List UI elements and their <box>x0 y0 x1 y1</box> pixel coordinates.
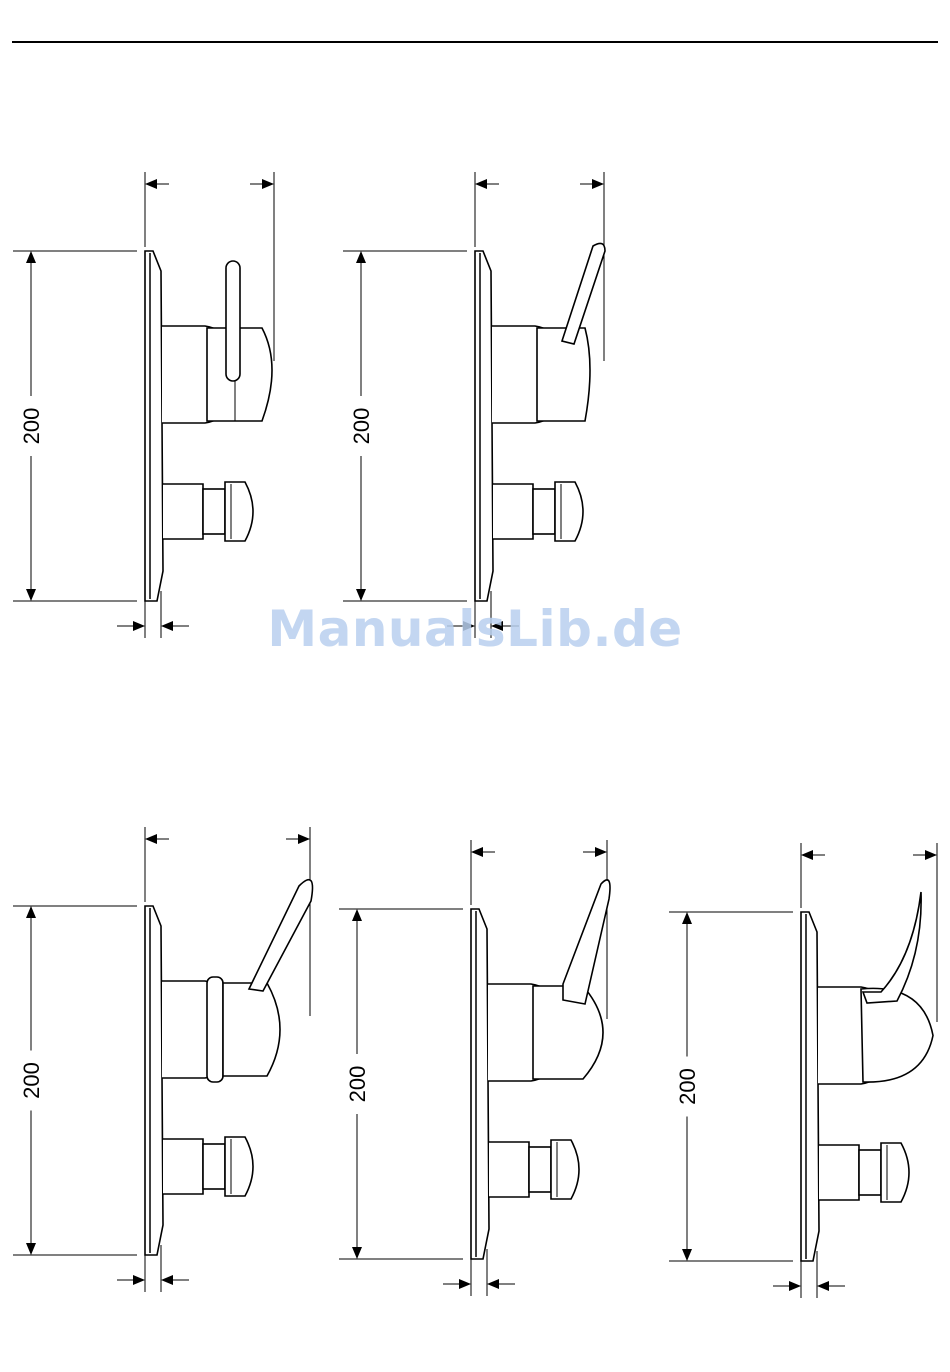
diverter-knob <box>555 482 583 541</box>
drawing-4: 200 <box>339 840 610 1296</box>
handle-lever <box>226 261 240 381</box>
handle-cap <box>223 983 280 1076</box>
diverter-stem <box>163 1139 203 1194</box>
wall-plate <box>471 909 489 1259</box>
handle-lever <box>563 880 610 1004</box>
diverter-knob <box>225 1137 253 1196</box>
watermark: ManualsLib.de <box>0 600 950 658</box>
diverter-collar <box>203 1144 225 1189</box>
height-dimension-label: 200 <box>349 408 374 445</box>
height-dimension-label: 200 <box>19 1062 44 1099</box>
diverter-knob <box>225 482 253 541</box>
wall-plate <box>475 251 493 601</box>
handle-lever <box>863 892 921 1003</box>
wall-plate <box>145 906 163 1255</box>
diverter-knob <box>881 1143 909 1202</box>
height-dimension-label: 200 <box>345 1066 370 1103</box>
diverter-stem <box>489 1142 529 1197</box>
drawing-5: 200 <box>669 843 937 1298</box>
handle-lever <box>249 880 313 991</box>
diverter-collar <box>533 489 555 534</box>
diverter-collar <box>529 1147 551 1192</box>
drawing-2: 200 <box>343 172 605 638</box>
diverter-knob <box>551 1140 579 1199</box>
diverter-stem <box>493 484 533 539</box>
drawing-1: 200 <box>13 172 274 638</box>
diverter-collar <box>203 489 225 534</box>
diverter-stem <box>163 484 203 539</box>
diverter-collar <box>859 1150 881 1195</box>
drawing-3: 200 <box>13 827 313 1292</box>
height-dimension-label: 200 <box>675 1068 700 1105</box>
wall-plate <box>801 912 819 1261</box>
wall-plate <box>145 251 163 601</box>
height-dimension-label: 200 <box>19 408 44 445</box>
diverter-stem <box>819 1145 859 1200</box>
handle-ring <box>207 977 223 1082</box>
